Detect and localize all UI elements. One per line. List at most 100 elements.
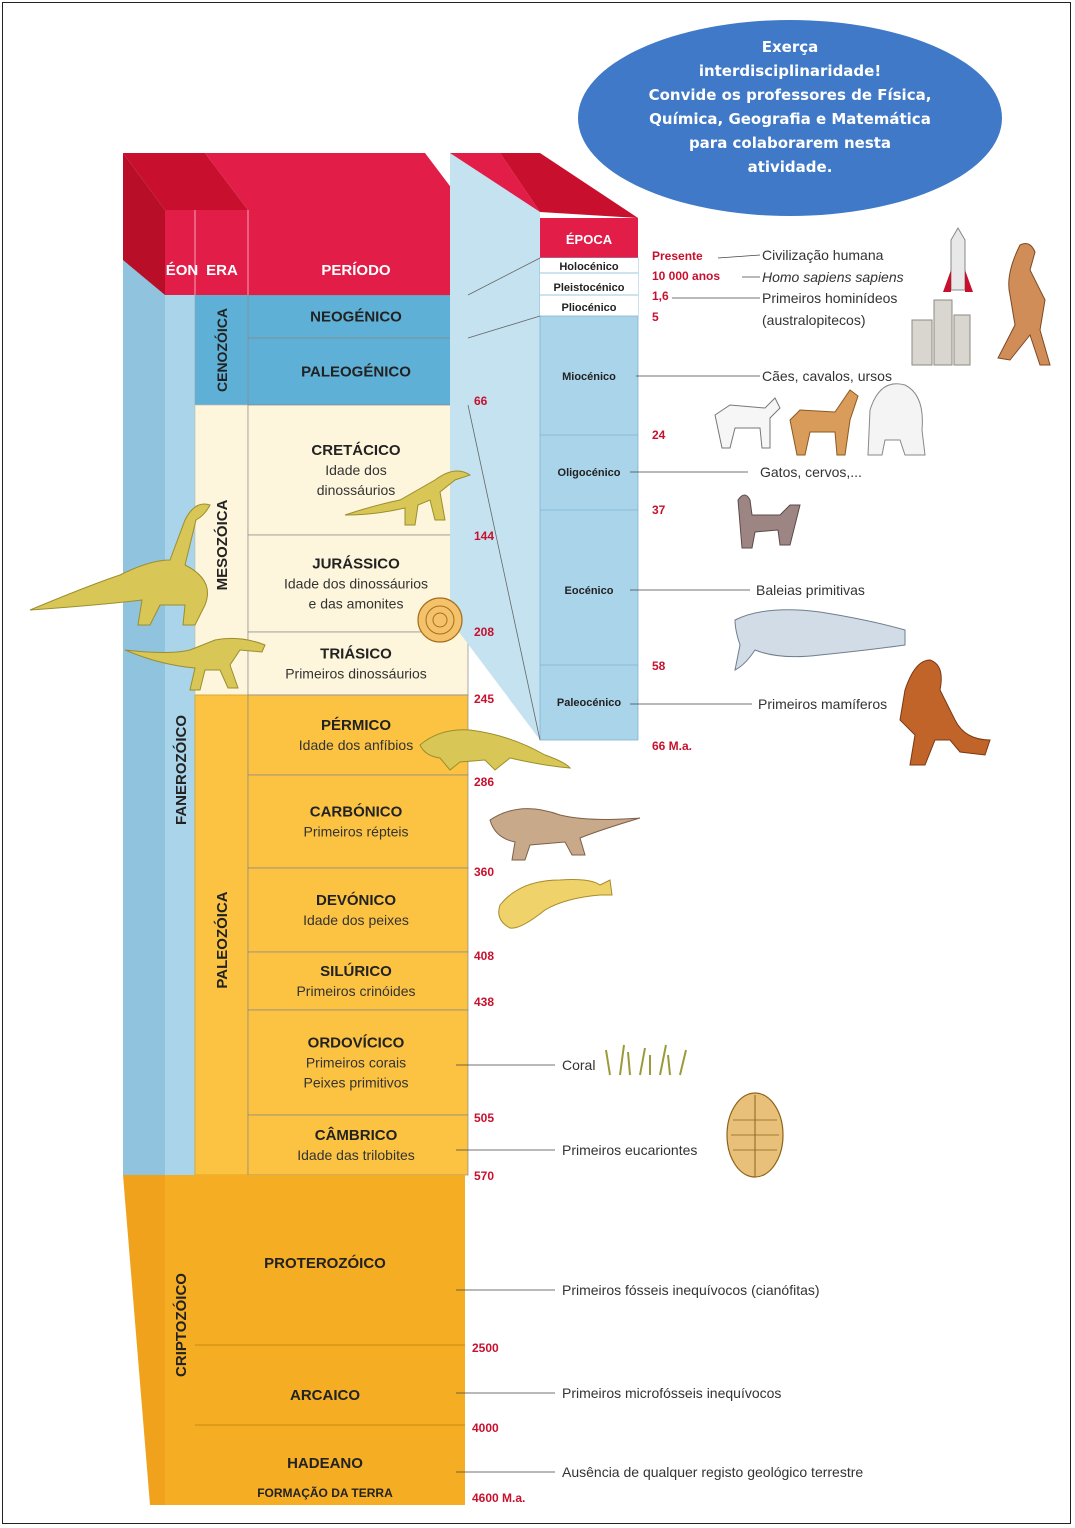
epoch-age-presente: Presente bbox=[652, 249, 703, 263]
reptile-illustration bbox=[490, 809, 640, 860]
period-age-66: 66 bbox=[474, 394, 488, 408]
period-name-arcaico: ARCAICO bbox=[290, 1387, 360, 1404]
period-age-360: 360 bbox=[474, 865, 494, 879]
fish-illustration bbox=[499, 880, 612, 929]
header-eon: ÉON bbox=[166, 262, 199, 279]
period-name-jurassico: JURÁSSICO bbox=[312, 556, 400, 573]
epoch-holocenico: Holocénico bbox=[559, 261, 619, 273]
period-age-408: 408 bbox=[474, 949, 494, 963]
caveman-illustration bbox=[998, 244, 1050, 365]
period-cell-devonico bbox=[248, 868, 468, 952]
epoch-pliocenico: Pliocénico bbox=[561, 302, 616, 314]
header-period: PERÍODO bbox=[321, 262, 391, 279]
buildings-icon bbox=[912, 300, 970, 365]
period-cell-silurico bbox=[248, 952, 468, 1010]
epoch-column bbox=[540, 258, 638, 740]
formation-label: FORMAÇÃO DA TERRA bbox=[257, 1485, 393, 1500]
period-age-4600: 4600 M.a. bbox=[472, 1491, 525, 1505]
era-label-cenozoica: CENOZÓICA bbox=[213, 308, 230, 392]
eon-label-fanerozoico: FANEROZÓICO bbox=[172, 715, 190, 825]
period-age-2500: 2500 bbox=[472, 1341, 499, 1355]
header-epoch: ÉPOCA bbox=[566, 232, 613, 247]
period-cell-cambrico bbox=[248, 1115, 468, 1175]
period-sub-cambrico: Idade das trilobites bbox=[297, 1147, 415, 1163]
period-sub-devonico: Idade dos peixes bbox=[303, 912, 409, 928]
period-name-silurico: SILÚRICO bbox=[320, 962, 392, 980]
epoch-age-37: 37 bbox=[652, 503, 666, 517]
ammonite-icon bbox=[418, 598, 462, 642]
period-age-208: 208 bbox=[474, 625, 494, 639]
period-age-286: 286 bbox=[474, 775, 494, 789]
epoch-paleocenico: Paleocénico bbox=[557, 697, 621, 709]
period-sub-carbonico: Primeiros répteis bbox=[303, 824, 408, 840]
period-sub-silurico: Primeiros crinóides bbox=[296, 983, 415, 999]
note-microfosseis: Primeiros microfósseis inequívocos bbox=[562, 1385, 781, 1401]
horse-illustration bbox=[790, 390, 858, 455]
callout-line: Convide os professores de Física, bbox=[649, 86, 932, 104]
period-age-245: 245 bbox=[474, 692, 494, 706]
coral-illustration bbox=[606, 1045, 686, 1075]
eon-side-face bbox=[123, 153, 165, 1175]
period-cell-carbonico bbox=[248, 775, 468, 868]
period-sub-permico: Idade dos anfíbios bbox=[299, 737, 413, 753]
period-name-carbonico: CARBÓNICO bbox=[310, 803, 403, 821]
epoch-oligocenico: Oligocénico bbox=[558, 467, 621, 479]
epoch-age-5: 5 bbox=[652, 310, 659, 324]
period-name-paleogenico: PALEOGÉNICO bbox=[301, 364, 411, 381]
period-age-144: 144 bbox=[474, 529, 494, 543]
period-name-neogenico: NEOGÉNICO bbox=[310, 309, 402, 326]
note-fosseis: Primeiros fósseis inequívocos (cianófita… bbox=[562, 1282, 820, 1298]
period-name-hadeano: HADEANO bbox=[287, 1455, 363, 1472]
note-homo: Homo sapiens sapiens bbox=[762, 269, 904, 285]
epoch-age-58: 58 bbox=[652, 659, 666, 673]
note-coral: Coral bbox=[562, 1057, 595, 1073]
period-name-permico: PÉRMICO bbox=[321, 717, 391, 734]
period-age-4000: 4000 bbox=[472, 1421, 499, 1435]
period-sub-jurassico: e das amonites bbox=[309, 596, 404, 612]
top-face-period bbox=[205, 153, 468, 210]
rocket-icon bbox=[943, 228, 973, 292]
note-hominideos1: Primeiros hominídeos bbox=[762, 290, 897, 306]
period-name-cambrico: CÂMBRICO bbox=[315, 1126, 398, 1144]
note-baleias: Baleias primitivas bbox=[756, 582, 865, 598]
epoch-age-24: 24 bbox=[652, 428, 666, 442]
header-front bbox=[165, 210, 468, 295]
bear-illustration bbox=[868, 384, 925, 455]
primate-illustration bbox=[900, 660, 990, 765]
callout-line: Exerça bbox=[762, 38, 819, 56]
callout-line: para colaborarem nesta bbox=[689, 134, 891, 152]
epoch-age-10000: 10 000 anos bbox=[652, 269, 720, 283]
period-age-438: 438 bbox=[474, 995, 494, 1009]
callout-line: Química, Geografia e Matemática bbox=[649, 110, 931, 128]
period-sub-ordovicico: Primeiros corais bbox=[306, 1055, 406, 1071]
period-sub-jurassico: Idade dos dinossáurios bbox=[284, 576, 428, 592]
period-sub-ordovicico: Peixes primitivos bbox=[303, 1075, 408, 1091]
period-sub-cretacico: dinossáurios bbox=[317, 482, 396, 498]
period-sub-cretacico: Idade dos bbox=[325, 462, 387, 478]
era-label-paleozoica: PALEOZÓICA bbox=[213, 891, 231, 988]
period-name-cretacico: CRETÁCICO bbox=[311, 442, 400, 459]
period-age-505: 505 bbox=[474, 1111, 494, 1125]
note-mamiferos: Primeiros mamíferos bbox=[758, 696, 887, 712]
era-label-mesozoica: MESOZÓICA bbox=[213, 499, 231, 590]
callout-line: interdisciplinaridade! bbox=[699, 62, 881, 80]
note-eucariontes: Primeiros eucariontes bbox=[562, 1142, 697, 1158]
note-ausencia: Ausência de qualquer registo geológico t… bbox=[562, 1464, 863, 1480]
note-civilizacao: Civilização humana bbox=[762, 247, 884, 263]
period-name-triasico: TRIÁSICO bbox=[320, 646, 392, 663]
period-age-570: 570 bbox=[474, 1169, 494, 1183]
period-name-proterozoico: PROTEROZÓICO bbox=[264, 1254, 386, 1272]
dog-illustration bbox=[715, 398, 780, 448]
header-era: ERA bbox=[206, 262, 238, 279]
note-caes: Cães, cavalos, ursos bbox=[762, 368, 892, 384]
callout-line: atividade. bbox=[748, 158, 833, 176]
note-hominideos2: (australopitecos) bbox=[762, 312, 866, 328]
epoch-pleistocenico: Pleistocénico bbox=[554, 282, 625, 294]
period-sub-triasico: Primeiros dinossáurios bbox=[285, 666, 427, 682]
eon-label-criptozoico: CRIPTOZÓICO bbox=[172, 1273, 190, 1377]
trilobite-illustration bbox=[727, 1093, 783, 1177]
epoch-age-1-6: 1,6 bbox=[652, 289, 669, 303]
period-name-devonico: DEVÓNICO bbox=[316, 891, 396, 909]
period-name-ordovicico: ORDOVÍCICO bbox=[308, 1035, 405, 1052]
